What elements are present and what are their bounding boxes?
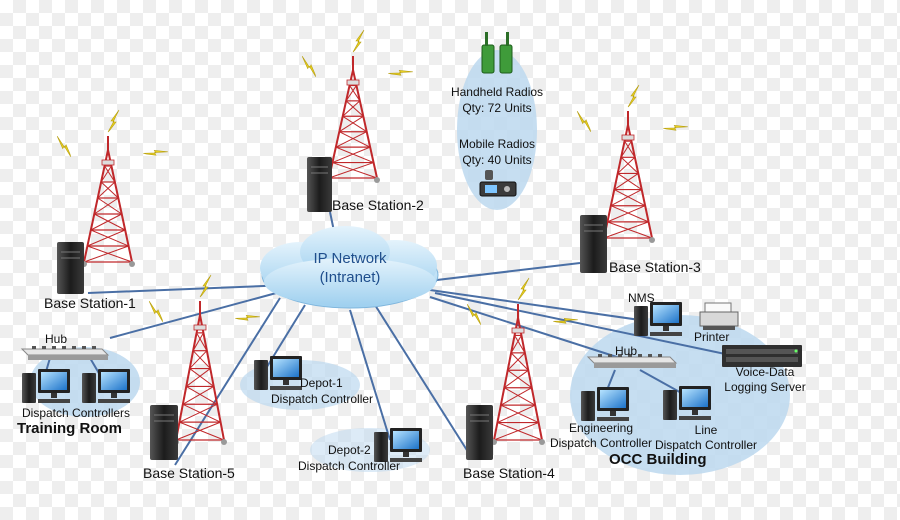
tower-bs3-icon-bolt-top-icon — [627, 84, 640, 108]
server-bs5-icon — [150, 405, 178, 460]
tower-bs2-icon-bolt-left-icon — [301, 56, 317, 77]
radios-zone — [457, 50, 537, 210]
training-dispatch-controllers-label: Dispatch Controllers — [22, 406, 131, 420]
tower-bs1-icon-bolt-top-icon — [107, 109, 120, 133]
tower-bs4-icon-bolt-right-icon — [553, 318, 578, 324]
ip-network-cloud — [260, 226, 439, 309]
link-depot2 — [349, 309, 391, 441]
tower-bs1-icon-bolt-right-icon — [143, 150, 168, 156]
base-station-4-label: Base Station-4 — [463, 465, 555, 481]
handheld-radio-icon — [481, 32, 513, 74]
tower-bs4-icon — [466, 277, 578, 445]
training-pc1-icon — [22, 369, 70, 403]
depot2-line2: Dispatch Controller — [298, 459, 401, 473]
depot1-pc-icon — [254, 356, 302, 390]
link-occ-hub — [429, 296, 621, 359]
link-nms — [429, 289, 641, 321]
engineering-line2: Dispatch Controller — [549, 436, 653, 451]
logging-line2: Logging Server — [724, 380, 806, 395]
training-hub-label: Hub — [45, 332, 68, 346]
tower-bs5-icon-bolt-left-icon — [148, 301, 164, 322]
link-bs5 — [174, 297, 281, 466]
depot1-line2: Dispatch Controller — [271, 392, 374, 406]
tower-bs4-icon-bolt-left-icon — [466, 304, 482, 325]
tower-bs3-icon-bolt-left-icon — [576, 111, 592, 132]
tower-bs2-icon-bolt-right-icon — [388, 70, 413, 76]
training-pc2-icon — [82, 369, 130, 403]
tower-bs1-icon-bolt-left-icon — [56, 136, 72, 157]
ip-network-label: IP Network (Intranet) — [300, 250, 400, 286]
mobile-radios-title: Mobile Radios — [458, 137, 536, 151]
network-links — [44, 211, 731, 466]
server-bs1-icon — [57, 242, 84, 294]
tower-bs3-icon-bolt-right-icon — [663, 125, 688, 131]
link-bs3 — [419, 262, 581, 283]
link-bs1 — [87, 284, 291, 294]
line-controller-label: Line Dispatch Controller — [650, 423, 762, 453]
tower-bs3-icon — [576, 84, 688, 243]
server-bs2-icon — [307, 157, 332, 212]
depot2-pc-icon — [374, 428, 422, 462]
nms-label: NMS — [628, 291, 655, 305]
tower-bs5-icon-bolt-right-icon — [235, 315, 260, 321]
printer-label: Printer — [694, 330, 730, 344]
tower-bs5-icon — [148, 274, 260, 445]
occ-hub-icon — [586, 354, 678, 368]
server-bs3-icon — [580, 215, 607, 273]
base-station-2-label: Base Station-2 — [332, 197, 424, 213]
logging-server-icon — [722, 345, 802, 367]
computers-group — [22, 302, 711, 462]
training-room-title: Training Room — [17, 420, 122, 437]
base-station-3-label: Base Station-3 — [609, 259, 701, 275]
ip-network-line1: IP Network — [313, 250, 387, 267]
nms-pc-icon — [634, 302, 682, 336]
engineering-controller-label: Engineering Dispatch Controller — [545, 421, 657, 451]
occ-building-title: OCC Building — [609, 451, 707, 468]
link-logging — [434, 292, 731, 356]
mobile-radios-qty: Qty: 40 Units — [462, 153, 532, 167]
towers-group — [56, 29, 688, 445]
printer-icon — [699, 302, 739, 330]
base-station-5-label: Base Station-5 — [143, 465, 235, 481]
line-line2: Dispatch Controller — [654, 438, 758, 453]
base-station-1-label: Base Station-1 — [44, 295, 136, 311]
training-hub-icon — [20, 346, 110, 360]
engineering-line1: Engineering — [568, 421, 634, 435]
tower-bs5-icon-bolt-top-icon — [199, 274, 212, 298]
logging-line1: Voice-Data — [735, 365, 795, 379]
tower-bs2-icon-bolt-top-icon — [352, 29, 365, 53]
link-hub-line — [639, 369, 686, 396]
logging-server-label: Voice-Data Logging Server — [715, 365, 815, 395]
line-line1: Line — [694, 423, 718, 437]
link-training-hub — [109, 291, 281, 339]
server-bs4-icon — [466, 405, 493, 460]
depot1-line1: Depot-1 — [300, 376, 343, 390]
occ-hub-label: Hub — [615, 344, 638, 358]
engineering-pc-icon — [581, 387, 629, 421]
mobile-radio-icon — [479, 170, 517, 197]
tower-bs1-icon — [56, 109, 168, 267]
link-bs4 — [374, 304, 471, 456]
line-pc-icon — [663, 386, 711, 420]
tower-bs4-icon-bolt-top-icon — [517, 277, 530, 301]
ip-network-line2: (Intranet) — [319, 268, 381, 286]
handheld-radios-qty: Qty: 72 Units — [462, 101, 532, 115]
depot2-line1: Depot-2 — [328, 443, 371, 457]
handheld-radios-title: Handheld Radios — [450, 85, 544, 99]
